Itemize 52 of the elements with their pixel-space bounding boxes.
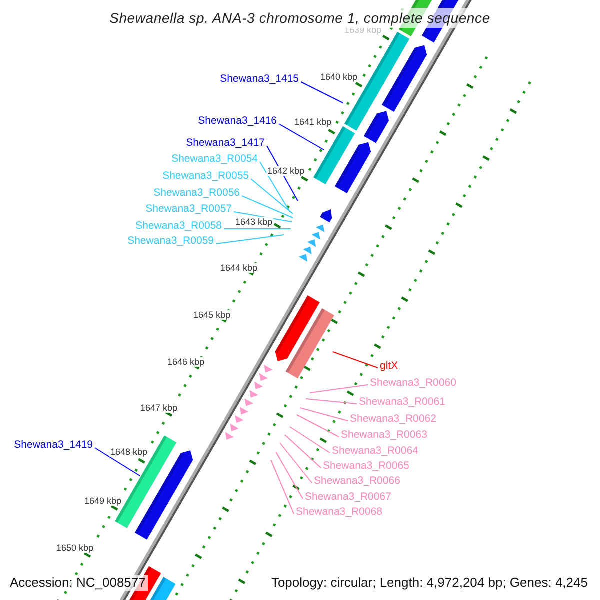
- leader-line: [296, 414, 340, 438]
- leader-line: [276, 452, 304, 500]
- gene-label: Shewana3_R0054: [172, 153, 258, 166]
- leader-line: [290, 426, 330, 454]
- gene-label: Shewana3_R0059: [128, 235, 214, 248]
- gene-label: Shewana3_R0066: [314, 475, 400, 488]
- gene-label: Shewana3_R0064: [332, 445, 418, 458]
- leader-line: [300, 408, 348, 422]
- leader-line: [216, 234, 284, 244]
- gene-label: Shewana3_R0055: [162, 170, 249, 183]
- gene-label: Shewana3_R0065: [323, 460, 410, 473]
- leader-line: [284, 434, 322, 468]
- scale-label: 1646 kbp: [166, 357, 206, 367]
- scale-label: 1640 kbp: [319, 72, 359, 82]
- gene-label: Shewana3_1416: [198, 115, 277, 128]
- scale-label: 1650 kbp: [55, 543, 95, 553]
- leader-line: [94, 448, 140, 476]
- scale-label: 1648 kbp: [109, 447, 149, 457]
- gene-label: Shewana3_1419: [14, 439, 93, 452]
- gene-label: Shewana3_1415: [220, 73, 299, 86]
- gene-label: Shewana3_R0067: [305, 491, 392, 504]
- gene-label: gltX: [380, 360, 398, 373]
- gene-label: Shewana3_1417: [186, 137, 265, 150]
- leader-line: [250, 178, 294, 214]
- leader-line: [332, 352, 378, 368]
- gene-label: Shewana3_R0058: [136, 220, 222, 233]
- accession-label: Accession: NC_008577: [8, 575, 148, 591]
- scale-label: 1645 kbp: [192, 310, 232, 320]
- leader-line: [300, 82, 344, 104]
- scale-label: 1641 kbp: [293, 117, 333, 127]
- leader-line: [306, 398, 358, 404]
- sequence-info: Topology: circular; Length: 4,972,204 bp; Genes: 4,245: [270, 575, 589, 591]
- gene-label: Shewana3_R0068: [296, 506, 382, 519]
- scale-label: 1649 kbp: [83, 496, 123, 506]
- leader-line: [242, 196, 294, 218]
- gene-label: Shewana3_R0061: [359, 396, 446, 409]
- gene-label: Shewana3_R0063: [341, 429, 428, 442]
- leader-line: [270, 460, 294, 514]
- scale-label: 1643 kbp: [234, 217, 274, 227]
- leader-line: [260, 162, 290, 212]
- leader-line: [234, 212, 292, 222]
- leader-line: [278, 124, 324, 150]
- leader-line: [224, 228, 292, 230]
- gene-label: Shewana3_R0056: [154, 187, 240, 200]
- scale-label: 1642 kbp: [266, 166, 306, 176]
- gene-label: Shewana3_R0062: [350, 413, 436, 426]
- gene-label: Shewana3_R0060: [370, 377, 456, 390]
- leader-line: [310, 384, 368, 394]
- gene-label: Shewana3_R0057: [146, 203, 232, 216]
- scale-label: 1644 kbp: [219, 263, 259, 273]
- leader-line: [280, 442, 312, 484]
- scale-label: 1647 kbp: [139, 403, 179, 413]
